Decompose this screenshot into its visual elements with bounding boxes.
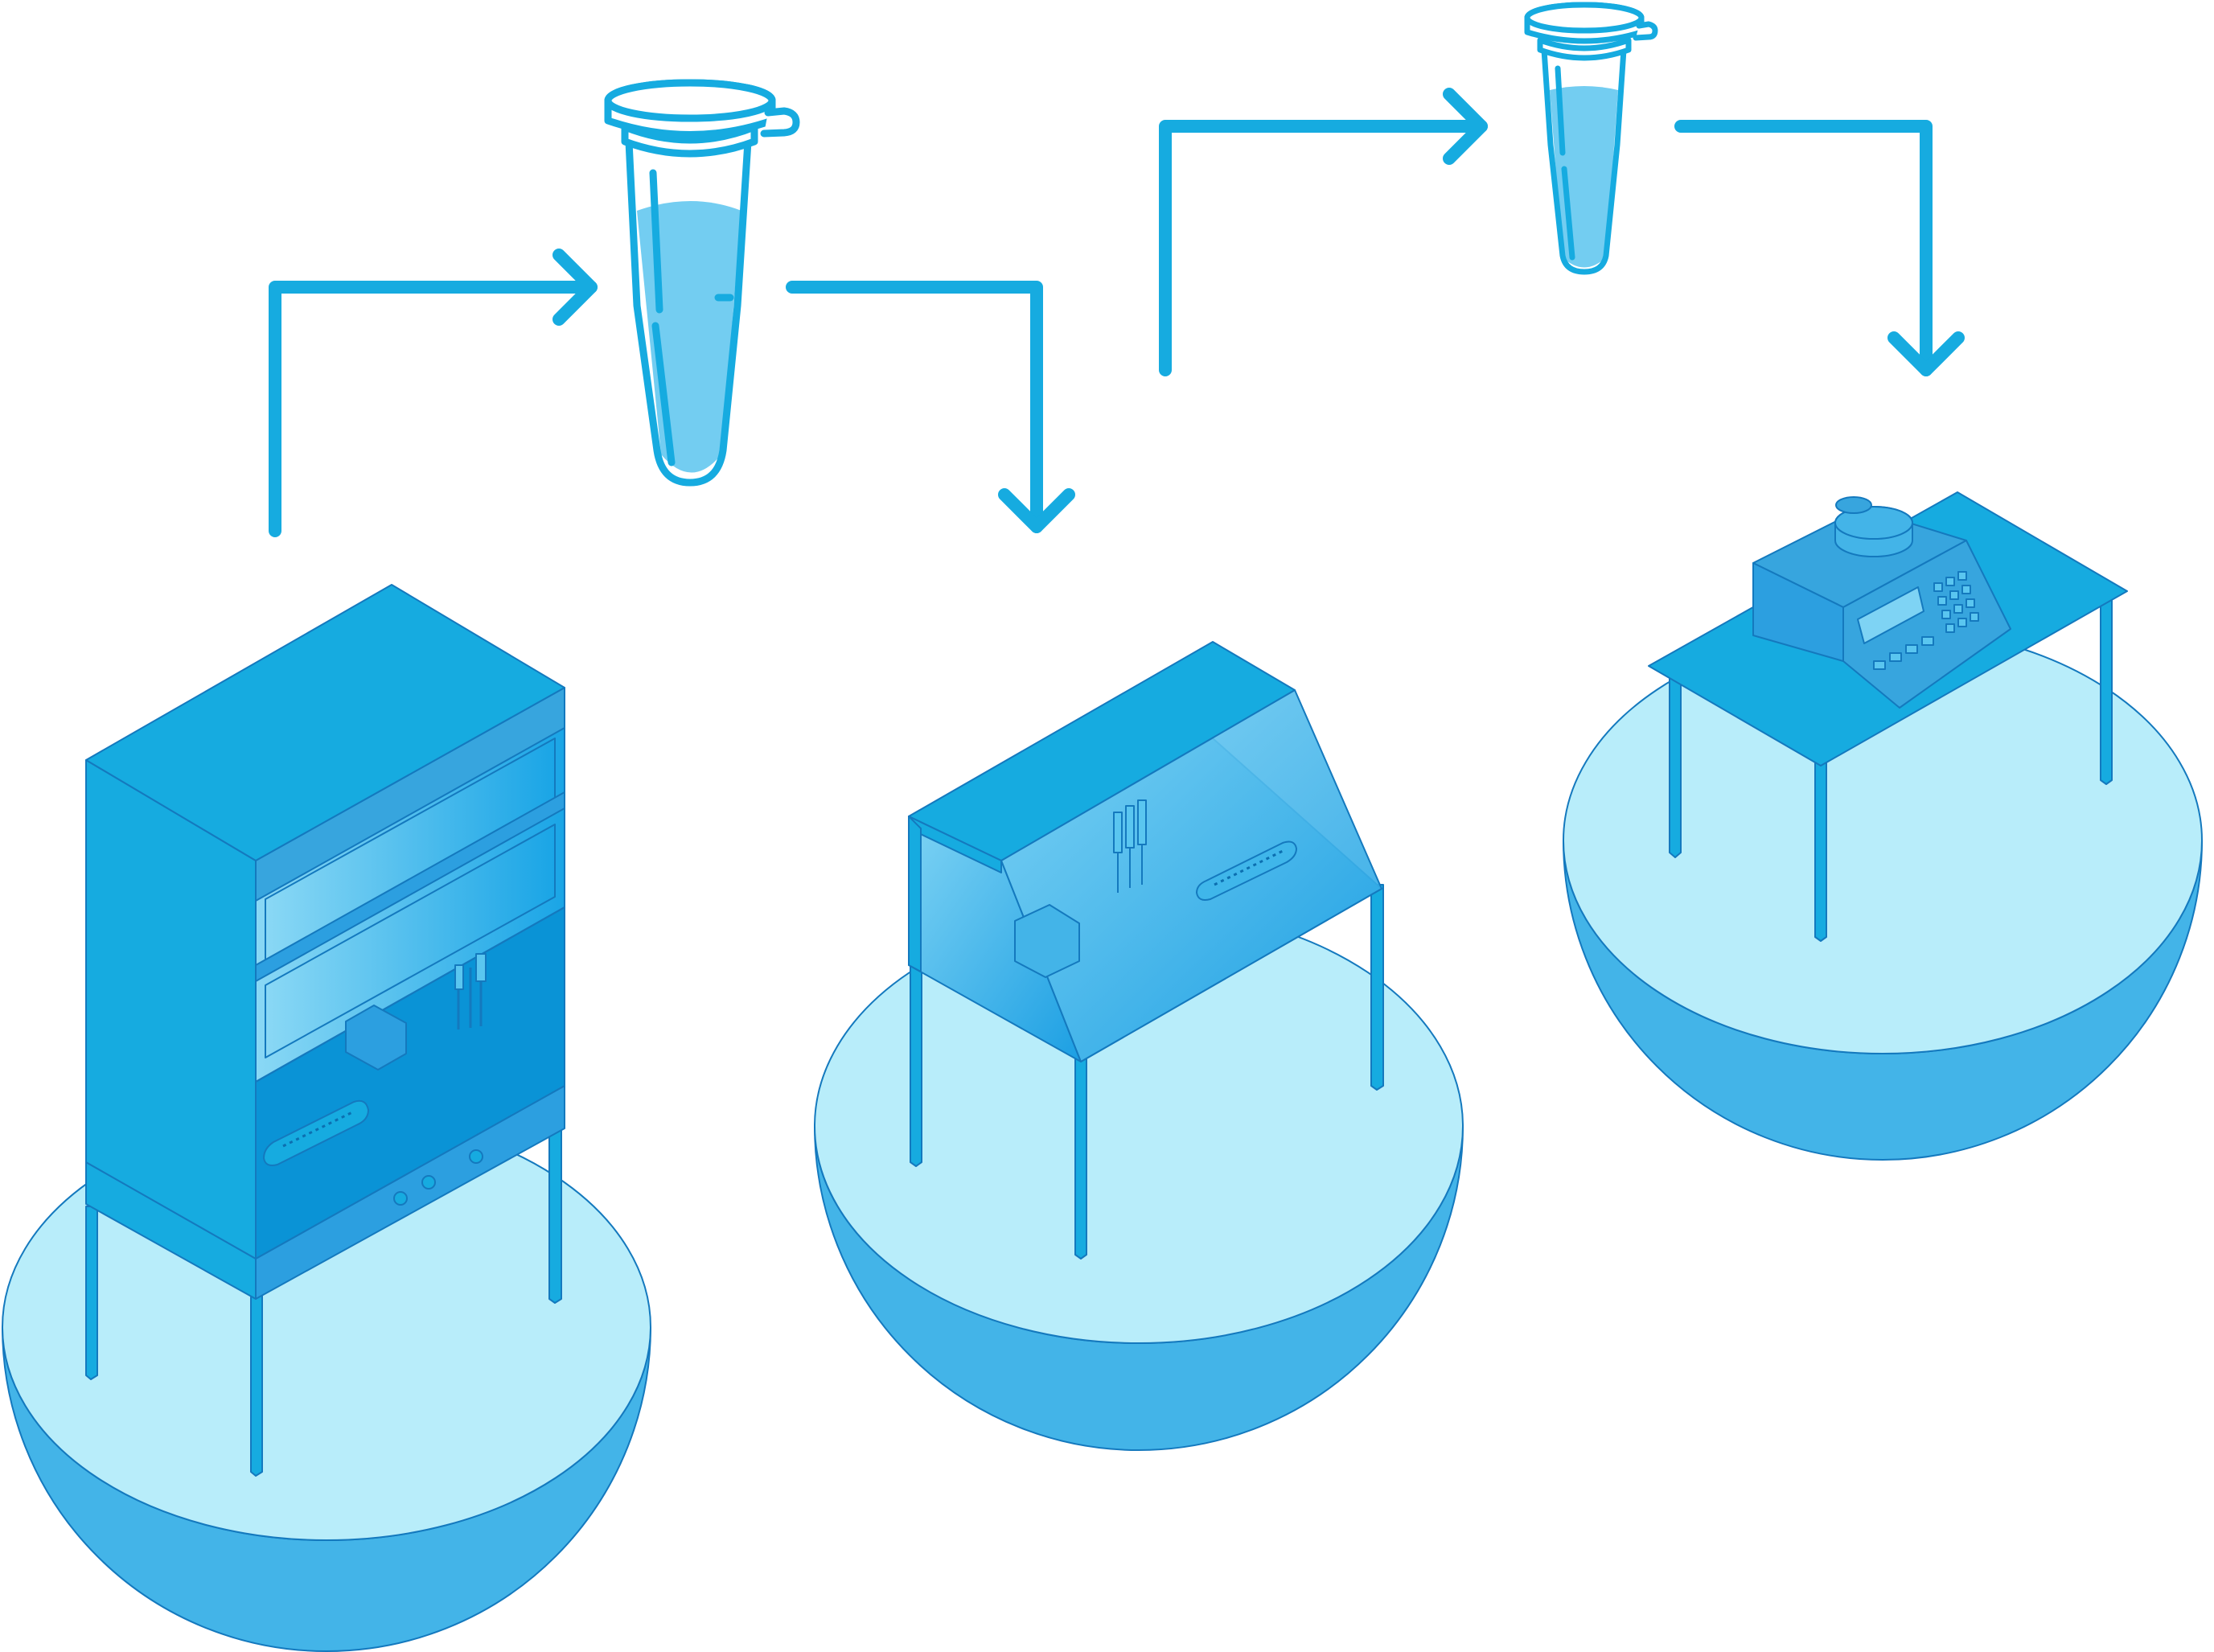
microcentrifuge-tube-icon: [1524, 2, 1658, 275]
pcr-workstation-cabinet-icon: [85, 584, 565, 1477]
pcr-hood-icon: [908, 641, 1384, 1260]
flow-arrow-right-icon: [269, 249, 598, 537]
platform-2: [814, 908, 1464, 1451]
flow-arrow-right-icon: [1159, 88, 1488, 376]
flow-arrow-down-icon: [1674, 120, 1965, 376]
thermal-cycler-table-icon: [1648, 491, 2128, 942]
microcentrifuge-tube-icon: [604, 79, 800, 487]
flow-arrow-down-icon: [786, 281, 1075, 533]
platform-3: [1563, 627, 2203, 1161]
